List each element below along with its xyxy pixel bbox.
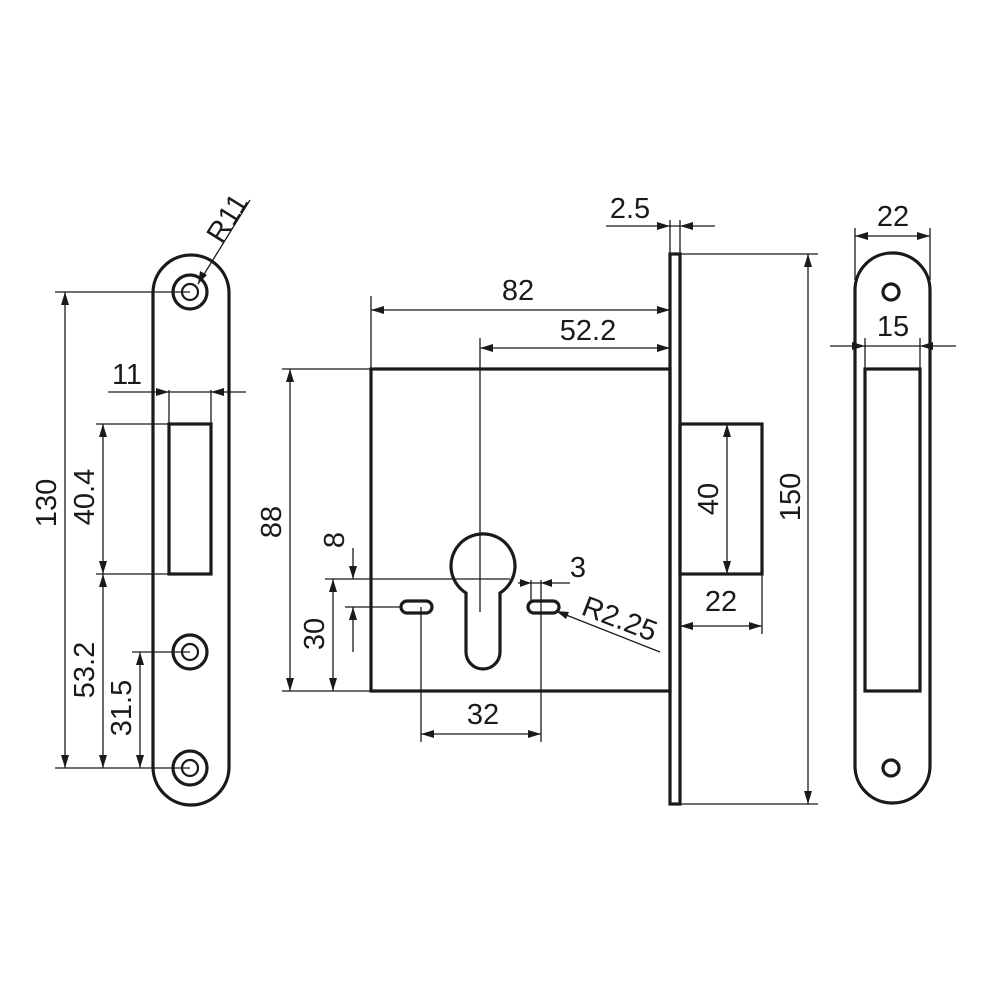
dim-strike-hole-offset: 31.5: [106, 651, 190, 768]
dim-bolt-opening-width: 15: [830, 311, 956, 369]
screw-slot-left: [399, 599, 434, 615]
screw-slot-right: [526, 599, 561, 615]
dim-faceplate-height: 150: [680, 253, 818, 805]
cylinder-cutout: [449, 532, 517, 671]
dim-strike-width: 11: [108, 359, 246, 396]
dim-screw-hole-spacing: 32: [420, 580, 542, 742]
dim-backset: 82: [370, 275, 670, 369]
dim-slot-width: 3: [518, 552, 586, 601]
dim-screw-hole-spacing-label: 32: [467, 699, 499, 731]
dim-strike-height: 130: [31, 291, 190, 769]
dim-backset-cylinder-label: 52.2: [560, 315, 616, 347]
dim-slot-radius-label: R2.25: [577, 591, 661, 649]
dim-case-height-label: 88: [256, 506, 288, 538]
dim-slot-radius: R2.25: [555, 591, 661, 653]
dim-bolt-throw-label: 22: [705, 586, 737, 618]
faceplate-outline: [853, 251, 932, 805]
dim-faceplate-width: 22: [854, 201, 931, 280]
strike-plate-outline: [151, 253, 231, 807]
faceplate-screw-hole-top: [881, 282, 901, 302]
dim-cylinder-offset: 30: [299, 579, 337, 691]
lock-bolt: [678, 422, 764, 576]
bolt-opening: [863, 367, 922, 693]
dim-strike-opening-label: 40.4: [69, 469, 101, 525]
dim-strike-hole-offset-label: 31.5: [106, 680, 138, 736]
dim-strike-screw-spacing-label: 53.2: [69, 642, 101, 698]
dim-bolt-height: 40: [693, 424, 731, 574]
dim-cylinder-offset-label: 30: [299, 618, 331, 650]
dim-faceplate-width-label: 22: [877, 201, 909, 233]
lock-body-view: 2.5 82 52.2 88: [256, 193, 818, 806]
dim-strike-screw-spacing: 53.2: [69, 574, 107, 768]
dim-backset-cylinder: 52.2: [480, 315, 670, 352]
dim-faceplate-thickness-label: 2.5: [610, 193, 650, 225]
dim-bolt-throw: 22: [680, 574, 763, 634]
dim-slot-width-label: 3: [570, 552, 586, 584]
dim-bolt-height-label: 40: [693, 483, 725, 515]
dim-strike-width-label: 11: [112, 359, 142, 391]
faceplate-screw-hole-bottom: [881, 758, 901, 778]
dim-bolt-opening-width-label: 15: [877, 311, 909, 343]
dim-strike-height-label: 130: [31, 479, 63, 527]
faceplate-front-view: 22 15: [830, 201, 956, 805]
dim-strike-radius: R11: [197, 188, 255, 285]
strike-plate-view: R11 130 11 40.4: [31, 188, 255, 807]
dim-cylinder-slot: 8: [319, 532, 510, 652]
dim-case-height: 88: [256, 368, 371, 692]
lock-case: [369, 367, 672, 693]
dim-faceplate-thickness: 2.5: [606, 193, 715, 254]
dim-faceplate-height-label: 150: [775, 473, 807, 521]
dim-strike-opening: 40.4: [69, 423, 169, 575]
strike-opening: [167, 422, 213, 576]
dim-strike-radius-label: R11: [201, 188, 255, 248]
dim-cylinder-slot-label: 8: [319, 532, 351, 548]
dim-backset-label: 82: [502, 275, 534, 307]
